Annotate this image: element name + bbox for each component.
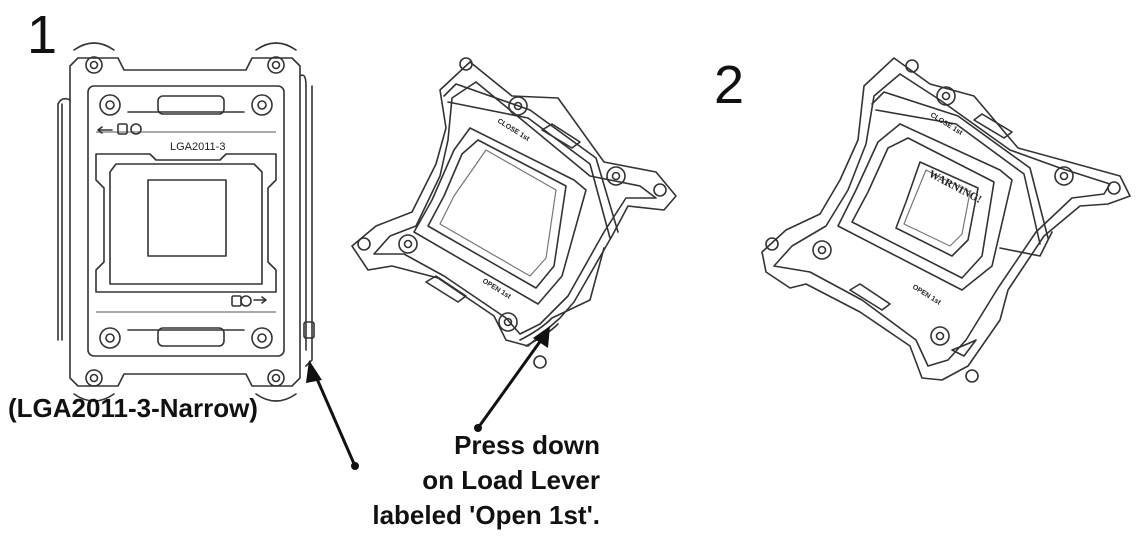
socket-top-view: LGA2011-3 xyxy=(57,42,315,402)
instruction-line-2: on Load Lever xyxy=(422,465,600,495)
instruction-text: Press down on Load Lever labeled 'Open 1… xyxy=(352,428,600,533)
open-first-label-step2: OPEN 1st xyxy=(911,284,942,307)
step-number-1: 1 xyxy=(27,5,58,65)
step-number-2: 2 xyxy=(714,55,745,115)
instruction-line-1: Press down xyxy=(454,430,600,460)
pointer-arrow-lever xyxy=(306,360,359,470)
socket-open-view: CLOSE 1st OPEN 1st xyxy=(351,57,677,369)
socket-model-caption: (LGA2011-3-Narrow) xyxy=(8,393,258,423)
instruction-line-3: labeled 'Open 1st'. xyxy=(372,500,600,530)
pointer-arrow-open-first xyxy=(474,326,550,432)
open-first-label: OPEN 1st xyxy=(481,278,512,301)
socket-step2-view: WARNING! CLOSE 1st OPEN 1st xyxy=(761,57,1131,383)
socket-model-label: LGA2011-3 xyxy=(170,141,225,153)
close-first-label: CLOSE 1st xyxy=(496,118,531,143)
